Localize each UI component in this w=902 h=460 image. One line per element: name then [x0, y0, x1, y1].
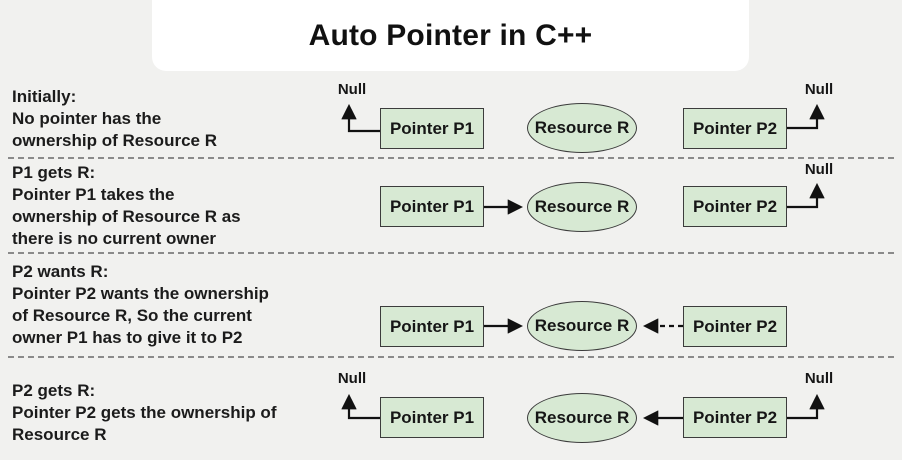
null-label: Null [337, 81, 367, 98]
null-label: Null [337, 370, 367, 387]
resource-r-node: Resource R [527, 301, 637, 351]
arrow-row1-p2-to-null [787, 103, 825, 130]
arrow-row1-p1-to-null [341, 103, 380, 133]
section-line: Pointer P2 gets the ownership of [12, 403, 277, 422]
divider-row1-row2 [8, 157, 894, 159]
section-line: there is no current owner [12, 229, 217, 248]
pointer-p1-node: Pointer P1 [380, 397, 484, 438]
section-heading: P1 gets R: [12, 163, 96, 182]
arrow-row2-p2-to-null [787, 182, 825, 209]
section-initially-text: Initially: No pointer has the ownership … [12, 86, 342, 152]
pointer-p2-node: Pointer P2 [683, 306, 787, 347]
section-heading: P2 wants R: [12, 262, 109, 281]
section-line: Pointer P1 takes the [12, 185, 175, 204]
null-label: Null [804, 81, 834, 98]
section-line: ownership of Resource R [12, 131, 217, 150]
null-label: Null [804, 370, 834, 387]
section-line: Resource R [12, 425, 107, 444]
section-heading: P2 gets R: [12, 381, 96, 400]
section-line: owner P1 has to give it to P2 [12, 328, 243, 347]
divider-row2-row3 [8, 252, 894, 254]
section-p2-wants-r-text: P2 wants R: Pointer P2 wants the ownersh… [12, 261, 342, 349]
resource-r-node: Resource R [527, 182, 637, 232]
section-p2-gets-r-text: P2 gets R: Pointer P2 gets the ownership… [12, 380, 342, 446]
pointer-p1-node: Pointer P1 [380, 306, 484, 347]
pointer-p2-node: Pointer P2 [683, 108, 787, 149]
section-p1-gets-r-text: P1 gets R: Pointer P1 takes the ownershi… [12, 162, 342, 250]
section-line: Pointer P2 wants the ownership [12, 284, 269, 303]
arrow-row4-p2-to-null [787, 393, 825, 420]
page-title: Auto Pointer in C++ [308, 18, 593, 52]
null-label: Null [804, 161, 834, 178]
pointer-p2-node: Pointer P2 [683, 186, 787, 227]
pointer-p1-node: Pointer P1 [380, 186, 484, 227]
pointer-p2-node: Pointer P2 [683, 397, 787, 438]
arrow-row4-p1-to-null [341, 393, 380, 420]
resource-r-node: Resource R [527, 393, 637, 443]
resource-r-node: Resource R [527, 103, 637, 153]
pointer-p1-node: Pointer P1 [380, 108, 484, 149]
section-line: ownership of Resource R as [12, 207, 241, 226]
section-heading: Initially: [12, 87, 77, 106]
title-banner: Auto Pointer in C++ [152, 0, 749, 71]
section-line: No pointer has the [12, 109, 162, 128]
section-line: of Resource R, So the current [12, 306, 252, 325]
divider-row3-row4 [8, 356, 894, 358]
